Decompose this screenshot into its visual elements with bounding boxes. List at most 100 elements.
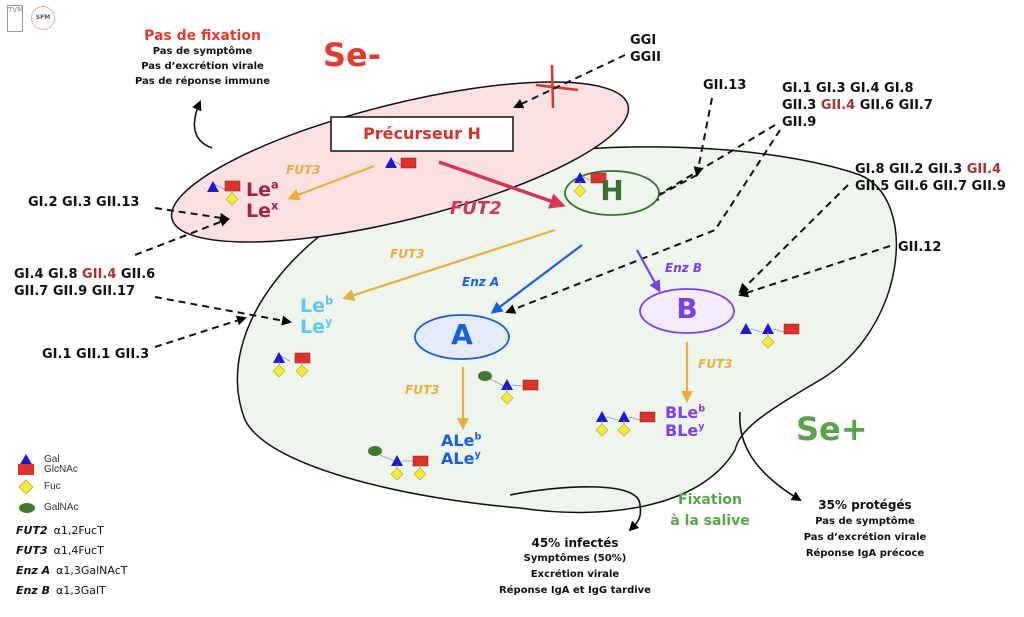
gii13-arrow [693,97,713,177]
h-binders-to-a-arrow [505,129,781,314]
enzyme-name: FUT2 [16,524,48,537]
node-h [564,170,660,216]
protected-arrow [739,411,802,502]
se-minus-outcome-arrow [192,100,213,149]
genotype-text: GII.6 GII.7 [855,98,933,113]
lewis-text: ALe [441,449,475,468]
enzyme-name: FUT3 [16,544,48,557]
leb-binders-arrow [154,296,292,326]
lewis-text: Le [300,316,325,338]
infected-line: Symptômes (50%) [523,553,627,564]
link [379,454,395,462]
link [511,384,524,387]
se-minus-outcome-line: Pas d’excrétion virale [141,61,264,72]
enzyme-desc: α1,3GalNAcT [56,564,128,577]
leb-ley-label: Leb Ley [300,295,333,338]
protected-line: Réponse IgA précoce [805,548,925,559]
glcnac-icon [639,411,656,423]
lea-lex-label: Lea Lex [246,179,279,222]
lewis-text: BLe [665,403,699,422]
glcnac-icon [294,352,311,364]
enzyme-desc: α1,3GalT [55,584,106,597]
gal-icon [574,172,586,183]
enz-a-label: Enz A [462,275,500,289]
galnac-icon [478,371,492,381]
se-plus-label: Se+ [796,410,868,448]
legend-fuc: Fuc [44,481,61,492]
h-binders-label: GI.1 GI.3 GI.4 GI.8 GII.3 GII.4 GII.6 GI… [782,80,933,131]
genotype-text: GII.3 [782,98,821,113]
gal-icon [762,323,774,334]
fut3-label-se-minus: FUT3 [286,163,321,177]
link [489,378,505,387]
node-b [639,288,735,334]
enz-b-label: Enz B [665,261,703,275]
glcnac-icon [224,180,241,192]
gal-icon [596,411,608,422]
link [606,416,619,421]
genotype-text: GI.8 GII.2 GII.3 [855,162,967,177]
gal-icon [740,323,752,334]
glcnac-icon [590,172,607,184]
fut2-label: FUT2 [450,198,502,219]
lewis-text: Le [246,200,271,222]
node-h-label: H [600,174,624,207]
node-a [414,314,510,360]
lewis-sup: b [474,431,482,443]
leb-binders-line: GI.4 GI.8 GII.4 GII.6 [14,266,155,283]
ggi-arrow [513,54,626,109]
aleb-aley-label: ALeb ALey [441,432,481,468]
h-binders-arrow [648,124,776,202]
tvm-logo: TVM [7,5,23,32]
fuc-icon [761,335,775,349]
fuc-icon [413,467,427,481]
fuc-icon [573,184,587,198]
lewis-sup: y [325,314,333,329]
glcnac-icon [783,323,800,335]
leb-binders2-arrow [154,315,247,348]
h-binders-line: GII.9 [782,115,817,130]
fut3-label-ale: FUT3 [405,383,440,397]
se-minus-outcome-line: Pas de réponse immune [134,76,271,87]
b-binders-line: GII.5 GII.6 GII.7 GII.9 [855,179,1006,194]
ggi: GGI [630,33,657,48]
precursor-h-label: Précurseur H [363,124,481,143]
se-minus-outcome-line: Pas de symptôme [152,46,253,57]
infected-outcome: 45% infectés Symptômes (50%) Excrétion v… [490,535,660,599]
b-binders-line: GI.8 GII.2 GII.3 GII.4 [855,161,1006,178]
lewis-sup: y [698,421,705,433]
h-binders-line: GII.3 GII.4 GII.6 GII.7 [782,97,933,114]
fut3-leb-arrow [342,228,556,301]
protected-title: 35% protégés [818,498,912,512]
lea-binders-label: GI.2 GI.3 GII.13 [28,195,140,210]
link [772,328,785,333]
node-a-label: A [451,318,473,351]
fuc-icon [500,391,514,405]
b-binders-arrow [738,184,849,294]
enz-a-arrow [490,244,583,314]
enzyme-name: Enz B [16,584,50,597]
lewis-text: BLe [665,421,699,440]
gii4-highlight: GII.4 [820,98,856,113]
node-b-label: B [676,292,698,325]
enzyme-desc: α1,4FucT [53,544,104,557]
protected-outcome: 35% protégés Pas de symptôme Pas d’excré… [795,497,935,562]
fuc-icon [617,423,631,437]
lewis-text: Le [246,179,271,201]
legend-enzyme-enz-b: Enz B α1,3GalT [16,584,106,597]
legend-galnac: GalNAc [44,502,79,513]
lewis-sup: y [474,449,481,461]
legend-enzyme-fut3: FUT3 α1,4FucT [16,544,104,557]
gal-icon [501,379,513,390]
lea-binders2-arrow [134,217,230,256]
galnac-icon [368,446,382,456]
legend-gal: Gal [44,454,60,465]
gii12-arrow [738,245,891,298]
glcnac-icon [400,157,417,169]
gal-icon [273,352,285,363]
leb-binders2-label: GI.1 GII.1 GII.3 [42,347,150,362]
lewis-text: ALe [441,431,475,450]
fixation-line: à la salive [670,513,750,529]
